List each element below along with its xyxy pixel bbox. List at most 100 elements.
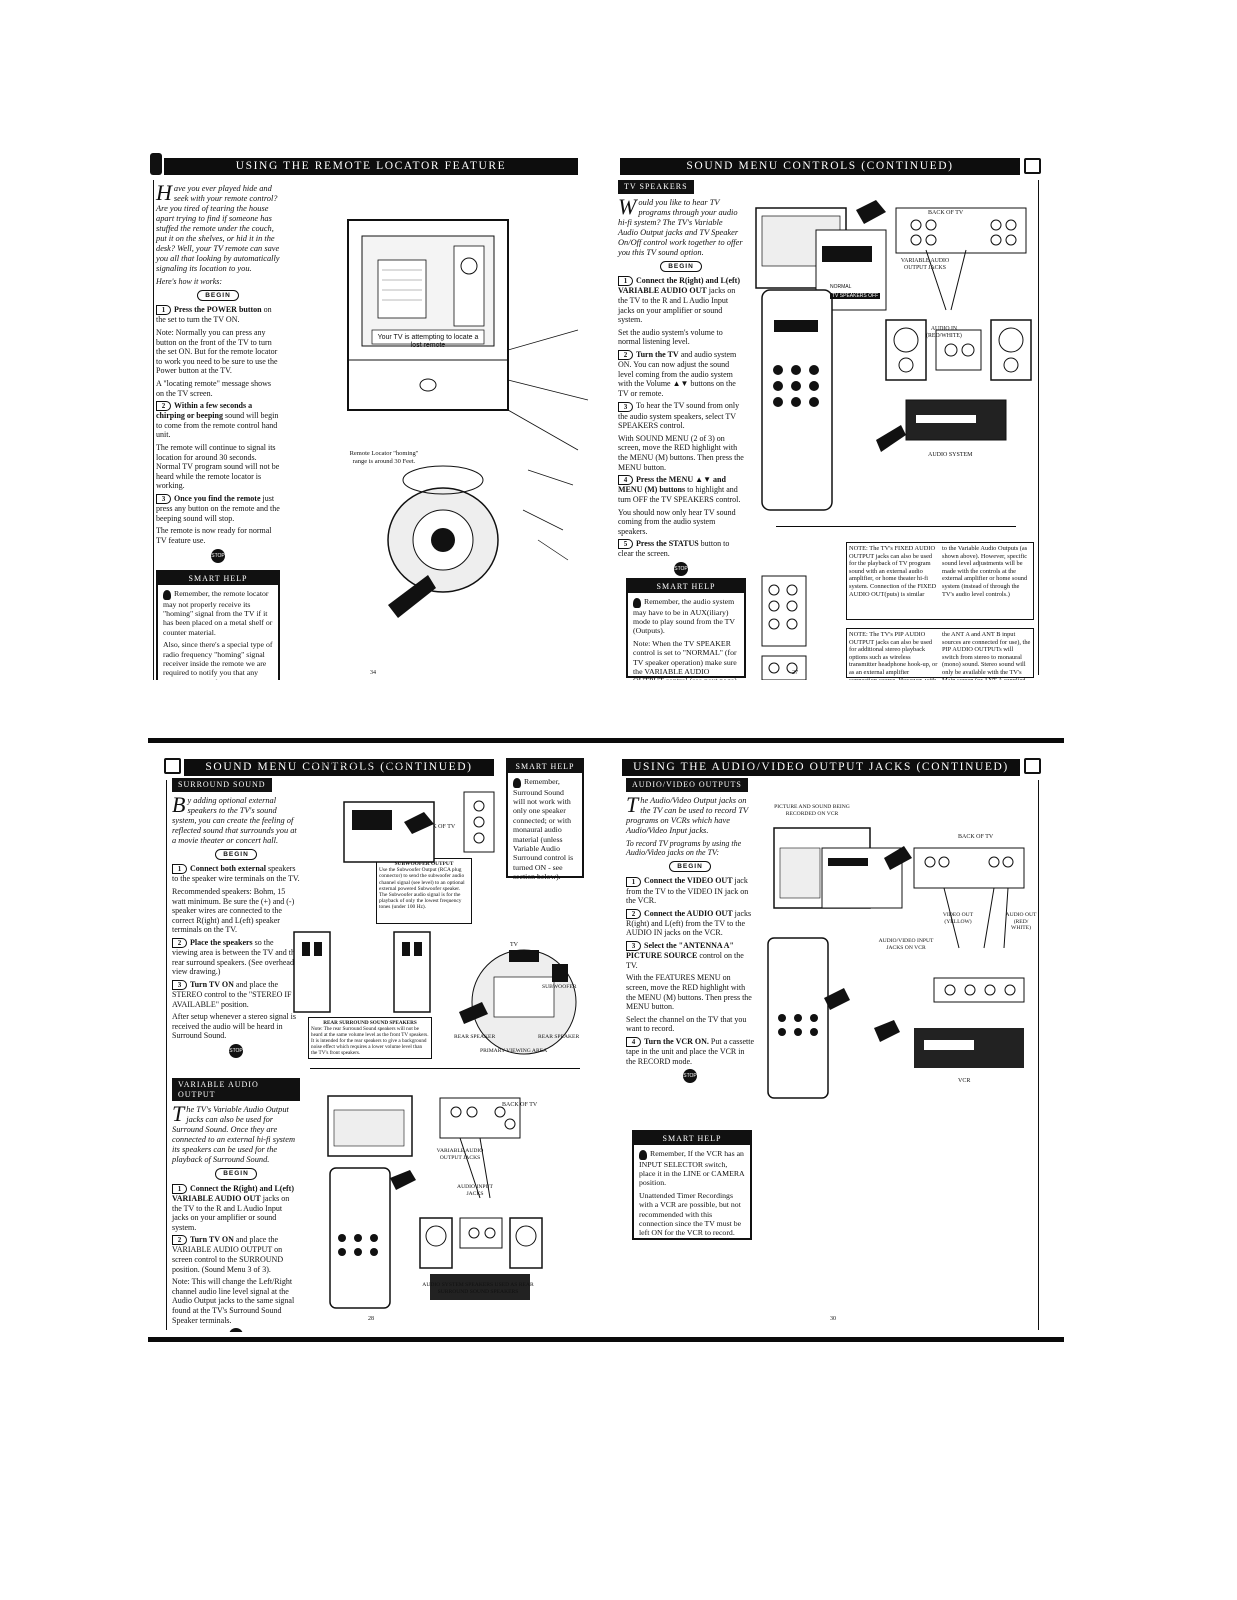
step-number-icon: 3 (156, 494, 171, 505)
intro-text: Have you ever played hide and seek with … (156, 180, 280, 273)
step-note: With the FEATURES MENU on screen, move t… (626, 973, 752, 1012)
left-speaker (885, 319, 927, 381)
smart-help-text-2: Also, since there's a special type of ra… (163, 640, 273, 680)
page-number: 34 (370, 670, 376, 676)
page-surround-sound: Sound Menu Controls (continued) Surround… (160, 752, 610, 1332)
intro-text: By adding optional external speakers to … (172, 791, 297, 845)
step-note: Note: Normally you can press any button … (156, 327, 278, 376)
step-text: jacks R(ight) and L(eft) from the TV to … (626, 908, 752, 938)
stop-icon-2: STOP (229, 1328, 243, 1332)
divider (776, 526, 1016, 527)
step-text: Put a cassette tape in the unit and plac… (626, 1036, 755, 1066)
step-heading: Turn the TV (636, 349, 679, 359)
note-fixed-col1: NOTE: The TV's FIXED AUDIO OUTPUT jacks … (849, 545, 937, 598)
step-note: You should now only hear TV sound coming… (618, 507, 736, 536)
page-header: Sound Menu Controls (continued) (184, 759, 494, 776)
stop-icon: STOP (229, 1043, 243, 1058)
step-text: so the viewing area is between the TV an… (172, 937, 299, 977)
margin-rule (1038, 180, 1039, 675)
smart-help-text-1: Remember, the audio system may have to b… (633, 597, 735, 636)
spread-divider-top (148, 738, 1064, 743)
instructions-column: Have you ever played hide and seek with … (156, 180, 280, 566)
note-pip-col2: the ANT A and ANT B input sources are co… (942, 631, 1031, 680)
label-audio-input: AUDIO INPUT JACKS (457, 1184, 493, 1197)
step-text: just press any button on the remote and … (156, 494, 280, 523)
step-text: to highlight and turn OFF the TV SPEAKER… (618, 485, 741, 504)
label-primary-viewing: PRIMARY VIEWING AREA (480, 1048, 548, 1054)
page-header: Using the Remote Locator Feature (164, 158, 578, 175)
step-number-icon: 3 (172, 980, 187, 990)
step-heading: Once you find the remote (174, 494, 261, 503)
step-text: and place the STEREO control to the "STE… (172, 979, 292, 1009)
instructions-column: TV Speakers Would you like to hear TV pr… (618, 180, 744, 579)
step-heading: Within a few seconds a chirping or beepi… (156, 401, 253, 421)
step-note: Note: This will change the Left/Right ch… (172, 1277, 295, 1325)
label-back-of-tv: BACK OF TV (928, 210, 964, 216)
remote-tab-icon (150, 153, 162, 175)
label-subwoofer: SUBWOOFER (542, 984, 577, 990)
intro-text: Would you like to hear TV programs throu… (618, 193, 743, 257)
smart-help-text-2: Unattended Timer Recordings with a VCR a… (639, 1190, 742, 1238)
step-text: on the set to turn the TV ON. (156, 305, 272, 325)
label-vcr: VCR (958, 1078, 971, 1084)
smart-help-text-2: Note: When the TV SPEAKER control is set… (633, 638, 737, 680)
menu-item-speakers-off: TV SPEAKERS OFF (830, 293, 881, 299)
smart-help-title: Smart Help (508, 760, 582, 774)
smart-help-text-1: Remember, If the VCR has an INPUT SELECT… (639, 1149, 745, 1188)
label-audio-in: AUDIO IN (RED/WHITE) (926, 326, 962, 339)
step-note: Set the audio system's volume to normal … (618, 327, 723, 347)
back-of-tv-panel (895, 207, 1027, 254)
note-pip-audio: NOTE: The TV's PIP AUDIO OUTPUT jacks ca… (846, 628, 1034, 680)
subwoofer-output-title: SUBWOOFER OUTPUT (394, 861, 454, 867)
remote-locator-illustration (347, 219, 589, 618)
step-note: A "locating remote" message shows on the… (156, 378, 271, 398)
step-heading: Press the STATUS (636, 539, 699, 549)
smart-help-text: Remember, Surround Sound will not work w… (513, 777, 574, 882)
page-header: Using the Audio/Video Output Jacks (cont… (622, 759, 1020, 776)
hand-step-2 (390, 1170, 416, 1190)
page-number: 27 (792, 670, 798, 676)
page-header: Sound Menu Controls (continued) (620, 158, 1020, 175)
label-audio-out: AUDIO OUT (RED/ WHITE) (1005, 912, 1037, 932)
step-heading: Select the "ANTENNA A" PICTURE SOURCE (626, 941, 734, 961)
page-corner-box (1024, 758, 1041, 774)
smart-help-title: Smart Help (628, 580, 744, 594)
menu-item-normal: NORMAL (830, 284, 852, 290)
step-number-icon: 1 (618, 276, 633, 287)
intro-text: The Audio/Video Output jacks on the TV c… (626, 791, 748, 835)
step-text: jacks on the TV to the R and L Audio Inp… (618, 286, 736, 325)
hand-step-2 (459, 1002, 488, 1024)
intro-text-2: To record TV programs by using the Audio… (626, 838, 742, 858)
label-variable-jacks: VARIABLE AUDIO OUTPUT JACKS (436, 1148, 484, 1161)
rear-speakers-title: REAR SURROUND SOUND SPEAKERS (323, 1020, 417, 1026)
label-picture-recorded: PICTURE AND SOUND BEING RECORDED ON VCR (774, 804, 850, 817)
smart-help-box: Smart Help Remember, If the VCR has an I… (632, 1130, 752, 1240)
begin-badge: BEGIN (669, 860, 711, 873)
lightbulb-icon (639, 1149, 647, 1160)
step-heading: Turn TV ON (190, 1235, 234, 1245)
step-heading: Connect the R(ight) and L(eft) VARIABLE … (618, 276, 740, 296)
smart-help-title: Smart Help (158, 572, 278, 586)
step-text: sound will begin to come from the remote… (156, 411, 279, 440)
begin-badge: BEGIN (197, 289, 239, 302)
hand-step-3 (824, 988, 850, 1010)
step-number-icon: 2 (626, 908, 641, 919)
step-heading: Connect both external (190, 864, 266, 874)
section-title: Surround Sound (172, 778, 272, 792)
step-note: Select the channel on the TV that you wa… (626, 1014, 747, 1034)
step-number-icon: 2 (172, 1235, 187, 1246)
step-text: and audio system ON. You can now adjust … (618, 349, 737, 398)
variable-output-column: Variable Audio Output The TV's Variable … (172, 1078, 300, 1332)
margin-rule (153, 180, 154, 680)
